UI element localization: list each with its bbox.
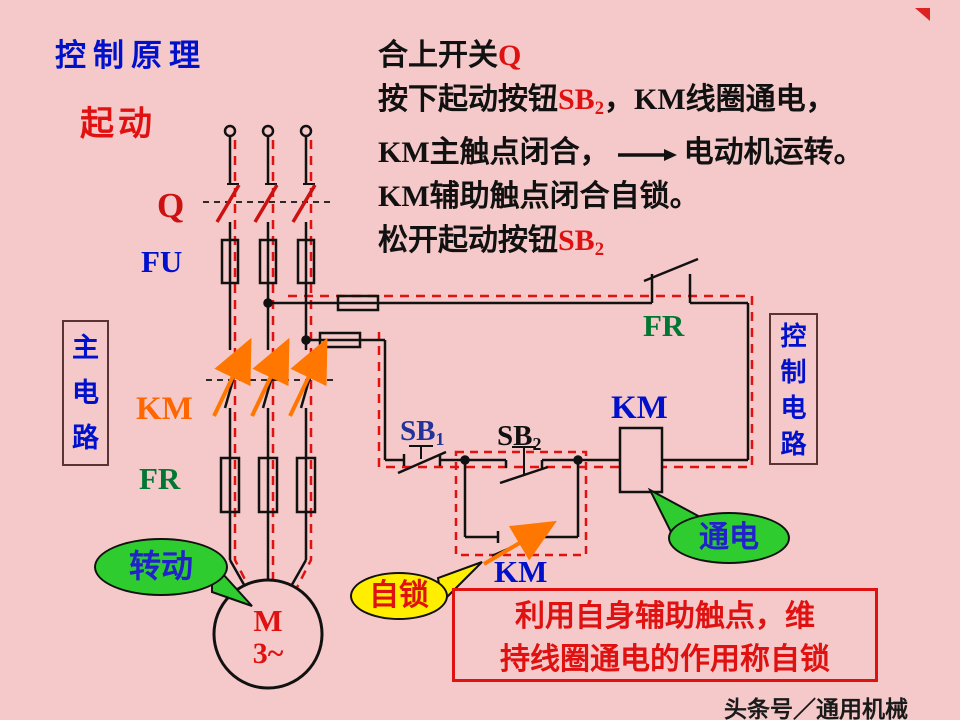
label-sb2: SB2 xyxy=(497,420,542,455)
watermark: 头条号／通用机械 xyxy=(724,697,908,720)
motor-circle xyxy=(212,578,324,690)
page-title: 控制原理 xyxy=(55,38,207,73)
km-actuation-arrows xyxy=(212,337,557,566)
explain-line-2: 按下起动按钮SB2，KM线圈通电， xyxy=(378,83,836,120)
label-sb1: SB1 xyxy=(400,415,445,450)
label-km-coil: KM xyxy=(611,390,668,426)
self-lock-note: 利用自身辅助触点，维 持线圈通电的作用称自锁 xyxy=(452,588,878,682)
label-fu: FU xyxy=(141,244,183,279)
explain-line-5: 松开起动按钮SB2 xyxy=(378,224,604,261)
explain-line-1: 合上开关Q xyxy=(378,39,522,72)
note-line-1: 利用自身辅助触点，维 xyxy=(515,600,815,633)
explanation-block: 合上开关Q 按下起动按钮SB2，KM线圈通电， KM主触点闭合，电动机运转。 K… xyxy=(378,34,953,272)
start-label: 起动 xyxy=(80,106,156,143)
label-km-aux: KM xyxy=(494,554,548,589)
explain-line-3: KM主触点闭合，电动机运转。 xyxy=(378,136,864,170)
label-motor-phase: 3~ xyxy=(252,637,284,670)
label-motor-m: M xyxy=(253,603,283,638)
explain-line-4: KM辅助触点闭合自锁。 xyxy=(378,180,700,214)
label-fr-main: FR xyxy=(139,461,181,496)
label-fr-ctrl: FR xyxy=(643,308,685,343)
bubble-rotate: 转动 xyxy=(94,538,228,596)
arrow-icon xyxy=(617,149,677,162)
bubble-self-lock: 自锁 xyxy=(350,572,448,620)
label-q: Q xyxy=(157,186,185,225)
main-circuit-box: 主电路 xyxy=(62,320,109,466)
label-km-main: KM xyxy=(136,391,193,427)
note-line-2: 持线圈通电的作用称自锁 xyxy=(500,643,830,676)
control-circuit-box: 控制电路 xyxy=(769,313,818,465)
main-circuit-wiring xyxy=(203,124,336,598)
corner-mark-icon xyxy=(915,8,930,21)
bubble-energized: 通电 xyxy=(668,512,790,564)
q-switch-blades xyxy=(215,184,317,223)
